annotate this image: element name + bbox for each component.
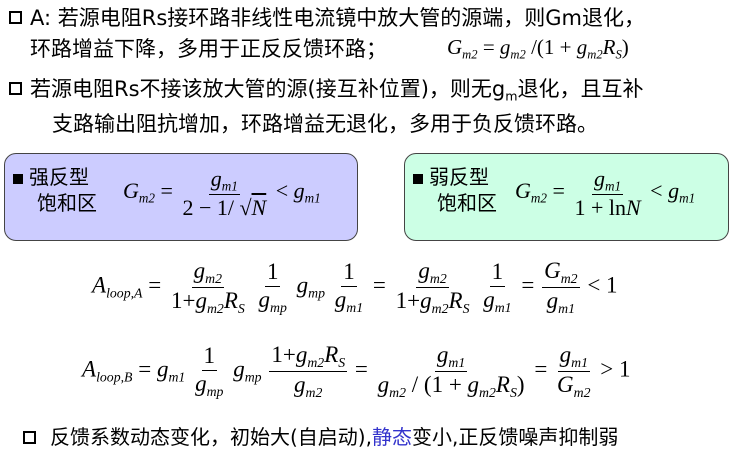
bullet-1-line-1: A: 若源电阻Rs接环路非线性电流镜中放大管的源端，则Gm退化， [30,6,646,30]
strong-inversion-label: 强反型 饱和区 [13,164,97,216]
bullet-2-line-1: 若源电阻Rs不接该放大管的源(接互补位置)，则无gm退化，且互补 [30,77,644,104]
bullet-2-line-2: 支路输出阻抗增加，环路增益无退化，多用于负反馈环路。 [52,112,598,136]
bullet-box-icon [23,431,36,444]
bullet-box-icon [9,82,22,95]
weak-inversion-label: 弱反型 饱和区 [413,164,497,216]
square-bullet-icon [413,173,423,184]
bullet-box-icon [9,11,22,24]
gm2-degenerated-formula: Gm2 = gm2 /(1 + gm2RS) [447,35,629,62]
bullet-3-line: 反馈系数动态变化，初始大(自启动),静态变小,正反馈噪声抑制弱 [50,425,619,449]
static-highlight: 静态 [371,425,412,449]
square-bullet-icon [13,173,23,184]
bullet-1-line-2: 环路增益下降，多用于正反反馈环路； [30,37,387,61]
